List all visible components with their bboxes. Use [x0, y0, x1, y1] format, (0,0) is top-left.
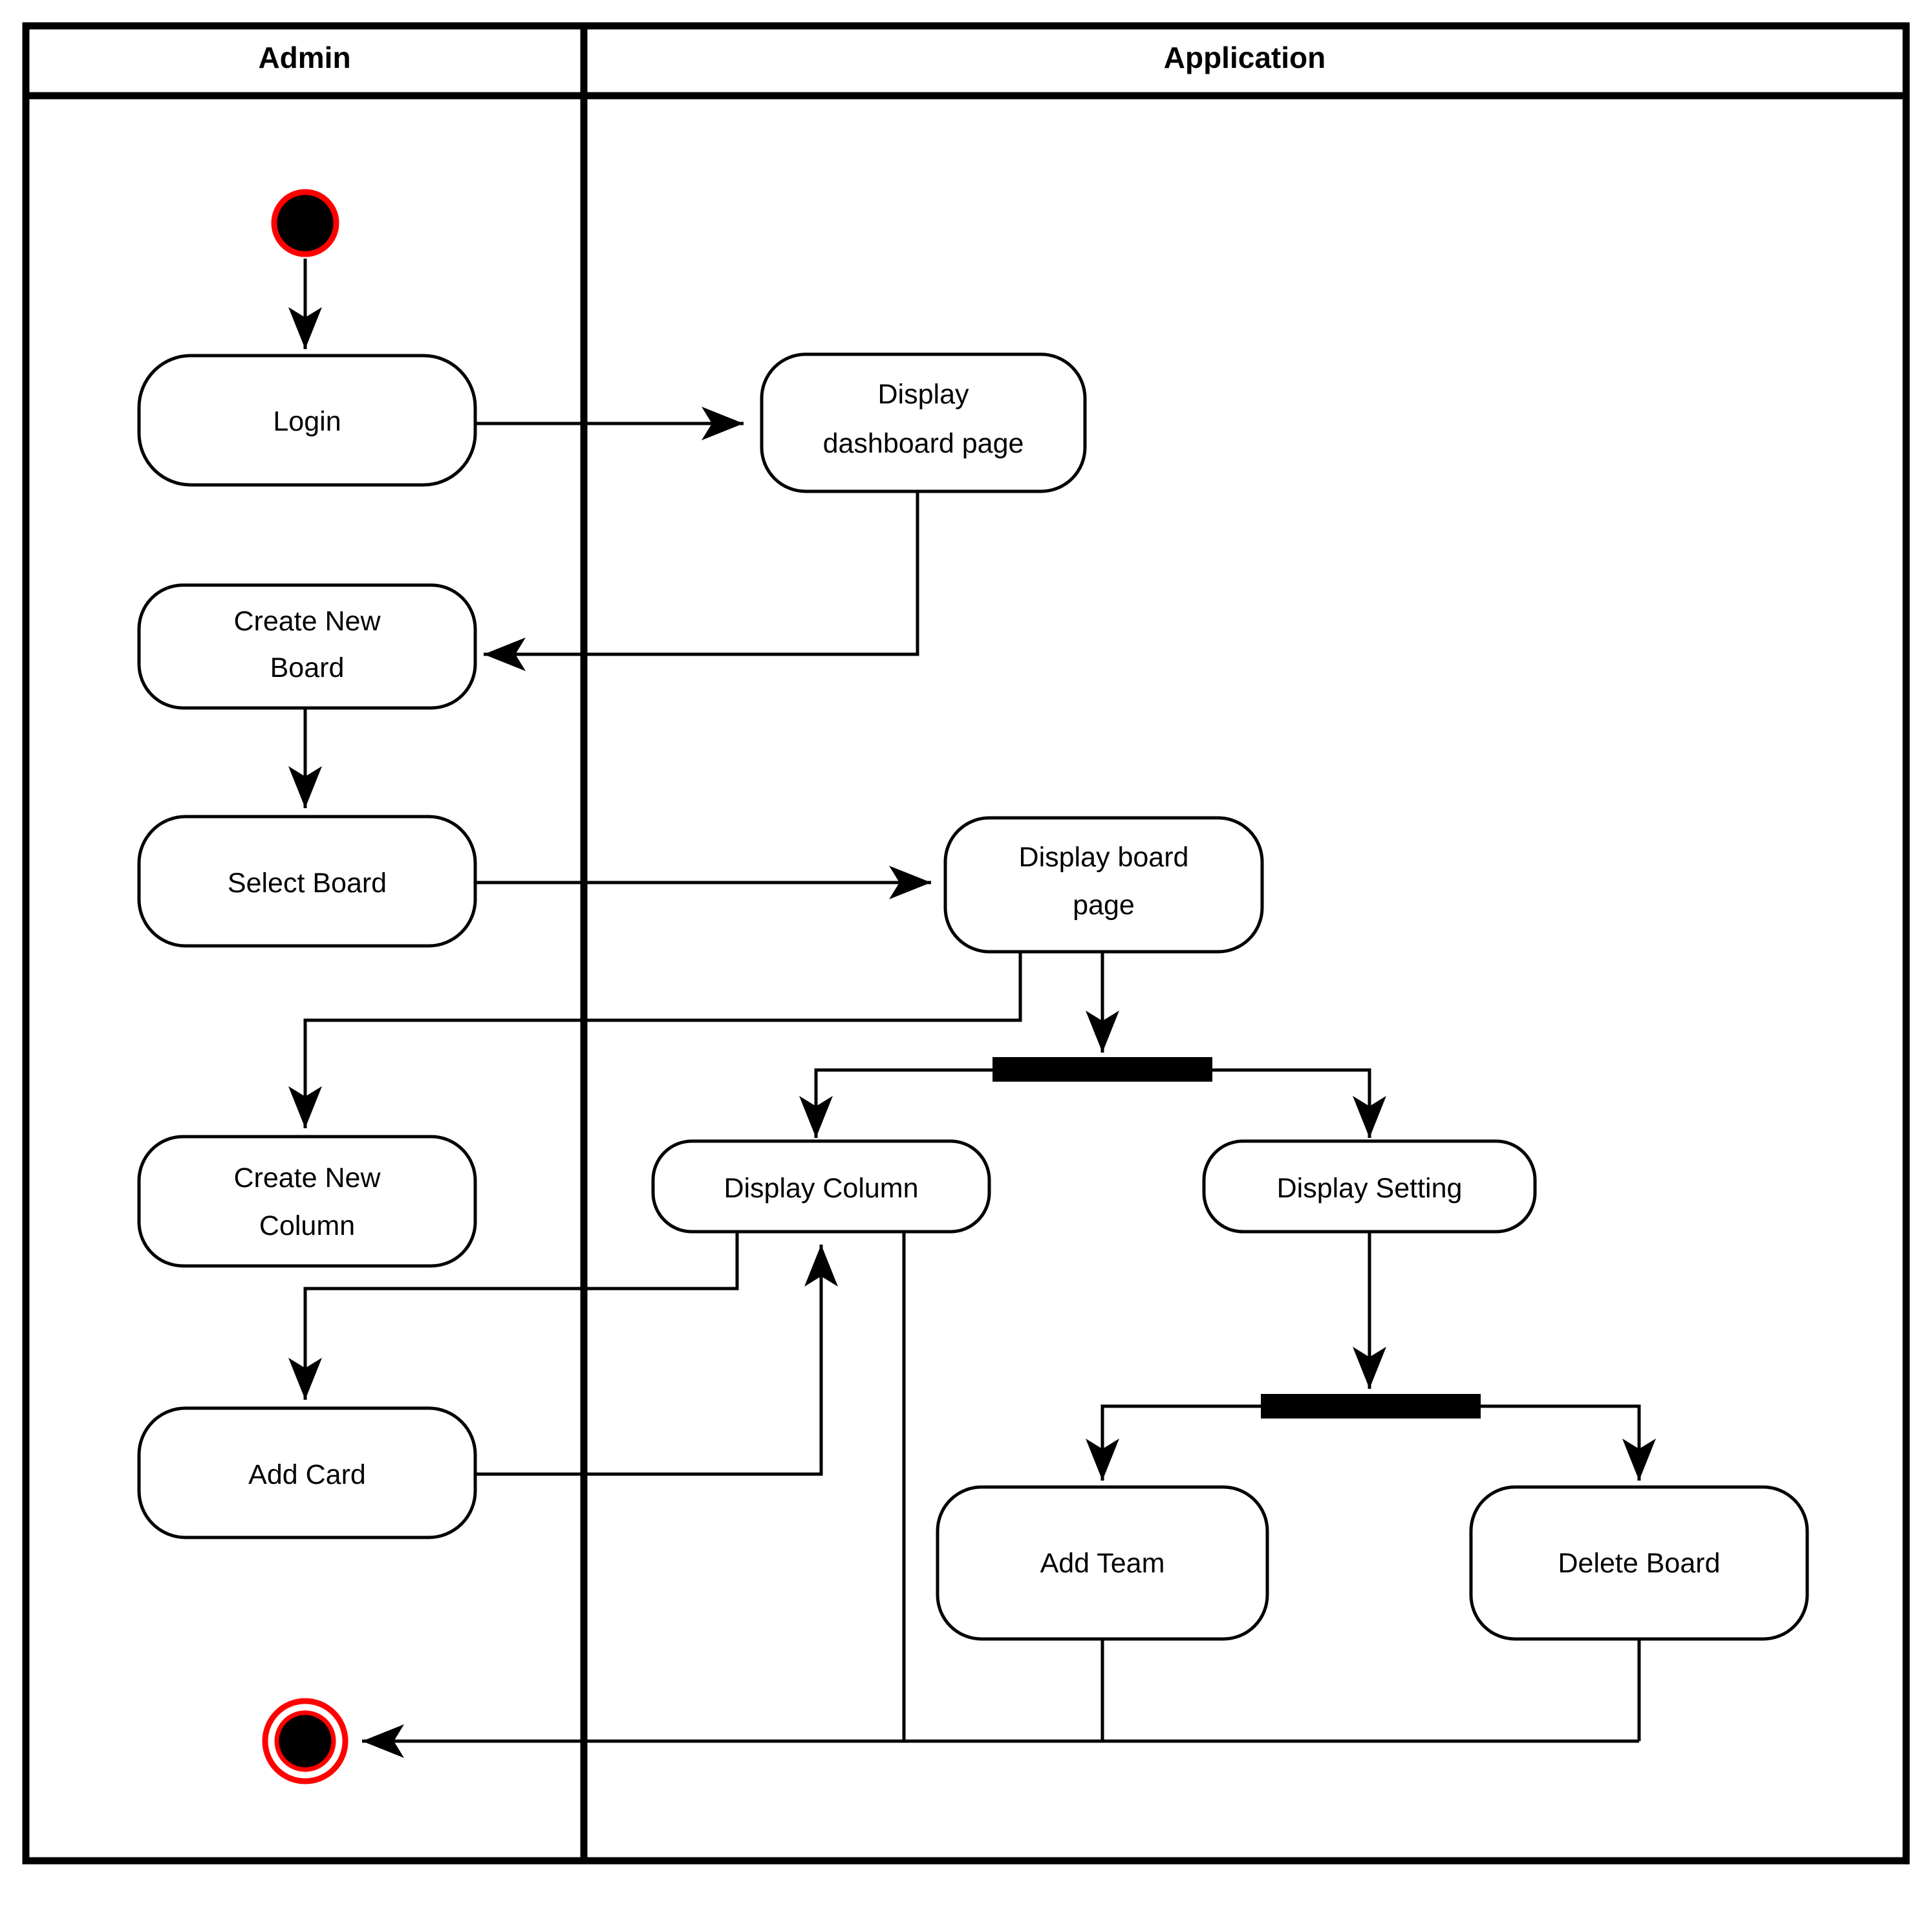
action-select-board-label: Select Board	[228, 868, 387, 899]
action-login-label: Login	[273, 406, 341, 437]
action-select-board[interactable]: Select Board	[137, 815, 477, 948]
action-display-column[interactable]: Display Column	[651, 1139, 991, 1234]
edge-add-card-to-display-column	[475, 1245, 839, 1476]
action-add-team[interactable]: Add Team	[936, 1485, 1269, 1641]
action-display-dashboard-label-line2: dashboard page	[823, 428, 1024, 459]
action-add-card[interactable]: Add Card	[137, 1406, 477, 1539]
action-login[interactable]: Login	[137, 354, 477, 487]
initial-node-circle	[271, 189, 339, 257]
action-create-new-board-shape[interactable]	[137, 583, 477, 710]
final-node-inner-disc	[274, 1710, 336, 1772]
lane-title-application: Application	[1164, 41, 1326, 74]
action-display-dashboard-page[interactable]: Display dashboard page	[760, 352, 1087, 493]
lane-title-admin: Admin	[258, 41, 350, 74]
fork-bar-board	[993, 1057, 1212, 1082]
action-delete-board-shape[interactable]	[1469, 1485, 1809, 1641]
final-node-outer-ring	[262, 1698, 349, 1784]
final-node	[262, 1698, 349, 1784]
action-create-new-column-label-line2: Column	[259, 1210, 355, 1241]
action-add-card-label: Add Card	[248, 1459, 366, 1490]
action-display-column-shape[interactable]	[651, 1139, 991, 1234]
action-create-new-column-label-line1: Create New	[233, 1162, 381, 1194]
action-display-setting-label: Display Setting	[1277, 1173, 1463, 1204]
edge-fork-to-display-setting	[1212, 1068, 1386, 1138]
action-select-board-shape[interactable]	[137, 815, 477, 948]
action-create-new-board-label-line2: Board	[270, 652, 345, 683]
flow-edges	[288, 259, 1656, 1758]
edge-dashboard-to-create-new-board	[484, 491, 919, 671]
edge-display-column-to-add-card	[288, 1232, 739, 1400]
action-display-dashboard-shape[interactable]	[760, 352, 1087, 493]
action-create-new-board-label-line1: Create New	[233, 606, 381, 637]
action-delete-board-label: Delete Board	[1558, 1548, 1721, 1579]
action-display-board-page-label-line1: Display board	[1019, 842, 1189, 873]
action-add-team-shape[interactable]	[936, 1485, 1269, 1641]
action-delete-board[interactable]: Delete Board	[1469, 1485, 1809, 1641]
fork-bar-setting	[1261, 1394, 1481, 1419]
diagram-outer-border	[22, 22, 1910, 1865]
action-display-board-page[interactable]: Display board page	[943, 816, 1264, 954]
action-display-dashboard-label-line1: Display	[878, 379, 969, 410]
action-login-shape[interactable]	[137, 354, 477, 487]
action-create-new-column[interactable]: Create New Column	[137, 1135, 477, 1268]
edge-display-board-to-create-new-column	[288, 952, 1022, 1128]
action-display-column-label: Display Column	[724, 1173, 918, 1204]
action-display-setting[interactable]: Display Setting	[1202, 1139, 1537, 1234]
initial-node	[271, 189, 339, 257]
action-create-new-column-shape[interactable]	[137, 1135, 477, 1268]
action-display-setting-shape[interactable]	[1202, 1139, 1537, 1234]
action-create-new-board[interactable]: Create New Board	[137, 583, 477, 710]
action-display-board-page-label-line2: page	[1073, 890, 1135, 921]
swimlane-frame	[22, 22, 1910, 1865]
action-add-card-shape[interactable]	[137, 1406, 477, 1539]
edge-fork-to-display-column	[799, 1068, 993, 1138]
action-add-team-label: Add Team	[1040, 1548, 1165, 1579]
edge-fork-setting-to-add-team	[1085, 1404, 1261, 1481]
edge-fork-setting-to-delete-board	[1481, 1404, 1656, 1481]
action-display-board-page-shape[interactable]	[943, 816, 1264, 954]
